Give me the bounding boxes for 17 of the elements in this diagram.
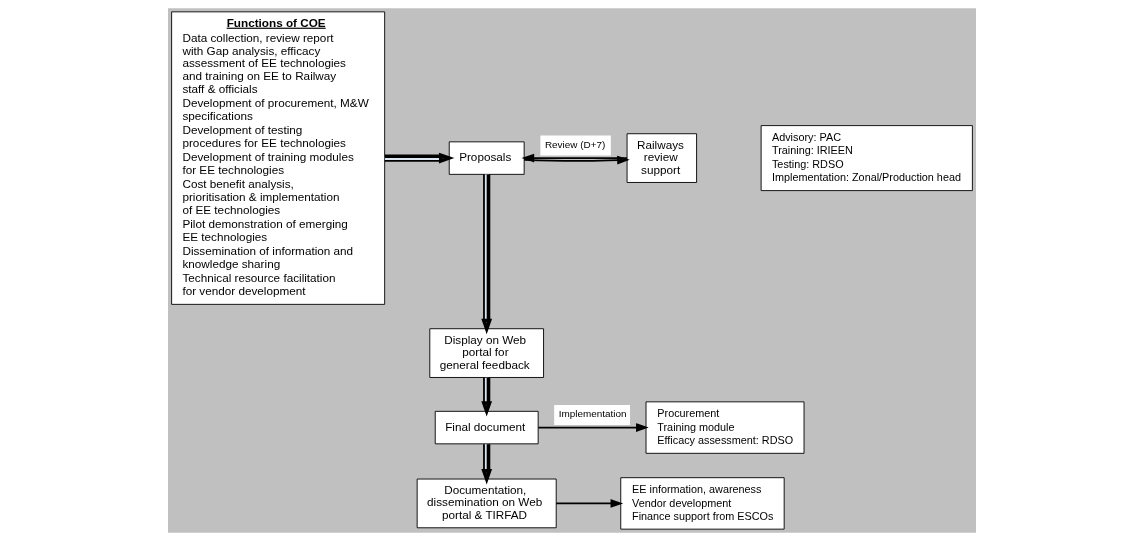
node-box: Functions of COE Data collection, review report with Gap analysis, efficacy assessment of EE technologies and training on EE to Railway staff & officials Development of procurement, M&W specifications Development of testing procedures for EE technologies Development of training modules for EE technologies Cost benefit analysis, prioritisation & implementation of EE technologies Pilot demonstration of emerging EE technologies Dissemination of information and knowledge sharing Technical resource facilitation for vendor development bbox=[170, 11, 385, 305]
arrow bbox=[480, 444, 492, 485]
edge-label: Implementation bbox=[558, 408, 627, 420]
node-box: Procurement Training module Efficacy assessment: RDSO bbox=[645, 401, 804, 454]
node-box: Display on Web portal for general feedback bbox=[428, 328, 544, 378]
edge-label: Review (D+7) bbox=[544, 138, 605, 150]
node-box: Documentation, dissemination on Web portal & TIRFAD bbox=[416, 478, 557, 529]
node-box: Final document bbox=[434, 410, 539, 445]
arrow bbox=[537, 423, 649, 433]
arrow bbox=[480, 174, 492, 335]
arrow bbox=[384, 152, 454, 164]
node-box: Proposals bbox=[448, 141, 525, 175]
node-box: Railways review support bbox=[626, 133, 697, 183]
node-box: EE information, awareness Vendor development Finance support from ESCOs bbox=[619, 477, 785, 530]
arrow bbox=[480, 377, 492, 417]
arrow bbox=[554, 499, 623, 508]
node-box: Advisory: PAC Training: IRIEEN Testing: RDSO Implementation: Zonal/Production head bbox=[760, 125, 973, 192]
